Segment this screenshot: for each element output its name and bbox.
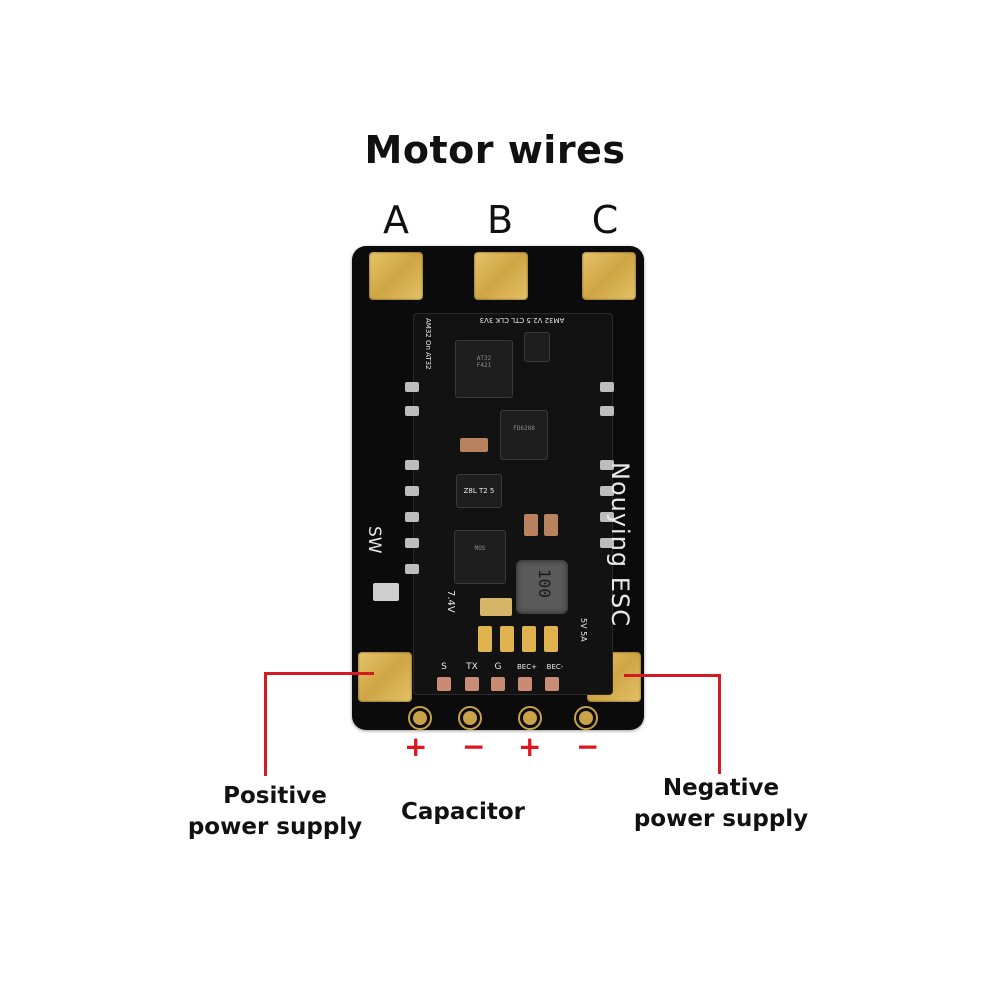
inductor: 100 xyxy=(516,560,568,614)
module-tab xyxy=(600,406,614,416)
capacitor-smd xyxy=(478,626,492,652)
mosfet-chip: MOS xyxy=(454,530,506,584)
pin-label-g: G xyxy=(494,662,502,672)
inductor-text: 100 xyxy=(534,569,554,598)
pin-label-s: S xyxy=(441,662,447,672)
module-tab xyxy=(405,564,419,574)
capacitor-sign-minus: − xyxy=(462,730,486,763)
module-tab xyxy=(600,538,614,548)
positive-callout-line xyxy=(264,672,267,776)
module-tab xyxy=(405,486,419,496)
positive-power-pad xyxy=(358,652,412,702)
capacitor-sign-plus: + xyxy=(404,730,428,763)
capacitor-smd xyxy=(544,626,558,652)
capacitor-hole-minus xyxy=(576,708,596,728)
negative-power-label: Negative power supply xyxy=(633,775,809,832)
brand-text: Nouying ESC xyxy=(606,462,634,627)
driver-chip: FD6288 xyxy=(500,410,548,460)
regulator-chip xyxy=(524,332,550,362)
capacitor-smd xyxy=(524,514,538,536)
sw-text: SW xyxy=(364,526,384,554)
motor-pad-b xyxy=(474,252,528,300)
module-tab xyxy=(600,486,614,496)
signal-pad-g xyxy=(491,677,505,691)
module-side-text: AM32 On AT32 xyxy=(424,318,432,370)
signal-pad-tx xyxy=(465,677,479,691)
negative-callout-line xyxy=(718,674,721,774)
rail-text: 5V 5A xyxy=(579,618,588,642)
resistor xyxy=(460,438,488,452)
module-tab xyxy=(405,406,419,416)
voltage-text: 7.4V xyxy=(445,590,456,613)
module-tab xyxy=(405,460,419,470)
capacitor-hole-plus xyxy=(520,708,540,728)
signal-pad-bec-plus xyxy=(518,677,532,691)
positive-callout-line xyxy=(264,672,374,675)
module-tab xyxy=(600,382,614,392)
positive-power-label: Positive power supply xyxy=(187,783,363,840)
motor-label-c: C xyxy=(591,198,619,242)
negative-callout-line xyxy=(624,674,720,677)
pin-label-bec-plus: BEC+ xyxy=(517,663,537,671)
module-tab xyxy=(405,382,419,392)
motor-pad-a xyxy=(369,252,423,300)
ldo-chip-text: Z8L T2 5 xyxy=(463,487,495,495)
capacitor-sign-plus: + xyxy=(518,730,542,763)
pin-label-bec-minus: BEC- xyxy=(546,663,564,671)
module-tab xyxy=(405,538,419,548)
module-tab xyxy=(600,512,614,522)
motor-pad-c xyxy=(582,252,636,300)
signal-pad-s xyxy=(437,677,451,691)
motor-label-a: A xyxy=(383,198,409,242)
capacitor-smd xyxy=(544,514,558,536)
pin-label-tx: TX xyxy=(466,662,478,672)
capacitor-large xyxy=(480,598,512,616)
switch-component xyxy=(373,583,399,601)
capacitor-smd xyxy=(500,626,514,652)
signal-pad-bec-minus xyxy=(545,677,559,691)
module-tab xyxy=(600,460,614,470)
diagram-title: Motor wires xyxy=(364,128,626,172)
ldo-chip: Z8L T2 5 xyxy=(456,474,502,508)
capacitor-hole-minus xyxy=(460,708,480,728)
capacitor-label: Capacitor xyxy=(400,799,526,825)
motor-label-b: B xyxy=(486,198,514,242)
capacitor-sign-minus: − xyxy=(576,730,600,763)
module-tab xyxy=(405,512,419,522)
module-header-text: AM32 V2.5 CTL CLK 3V3 xyxy=(479,316,565,324)
capacitor-hole-plus xyxy=(410,708,430,728)
capacitor-smd xyxy=(522,626,536,652)
